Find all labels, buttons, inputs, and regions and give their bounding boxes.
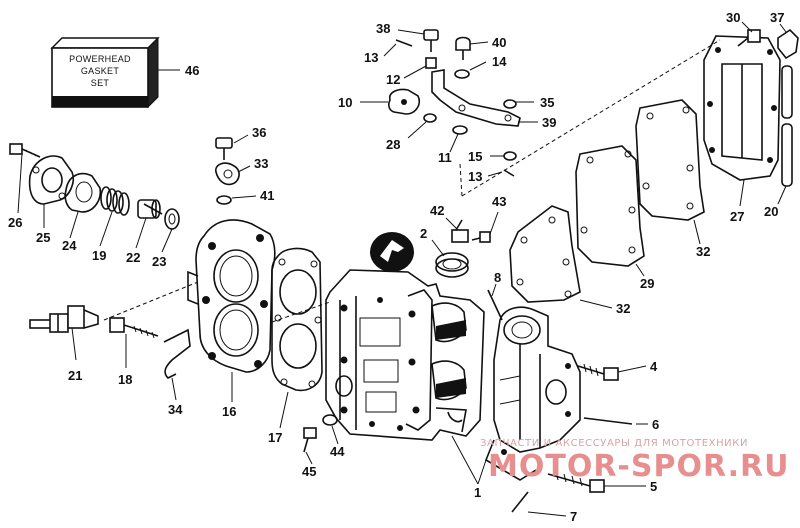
callout-6: 6 bbox=[652, 417, 659, 432]
callout-38: 38 bbox=[376, 21, 390, 36]
gasket-box-line2: GASKET bbox=[81, 66, 120, 76]
seal-2-icon bbox=[431, 239, 469, 278]
dowel-pin-8-icon bbox=[487, 289, 503, 321]
gasket-box-line3: SET bbox=[91, 78, 110, 88]
spark-plug-21-icon bbox=[29, 305, 99, 361]
thermostat-assembly bbox=[9, 143, 180, 230]
callout-27: 27 bbox=[730, 209, 744, 224]
hose-20-icon bbox=[777, 65, 793, 205]
bolt-26-icon bbox=[9, 143, 41, 158]
sealant-symbol-icon bbox=[370, 232, 414, 272]
callout-16: 16 bbox=[222, 404, 236, 419]
callout-11: 11 bbox=[438, 150, 452, 165]
head-gasket-17 bbox=[271, 247, 323, 429]
exhaust-cover-27 bbox=[703, 35, 781, 207]
callout-34: 34 bbox=[168, 402, 183, 417]
callout-20: 20 bbox=[764, 204, 778, 219]
callout-26: 26 bbox=[8, 215, 22, 230]
callout-5: 5 bbox=[650, 479, 657, 494]
callout-21: 21 bbox=[68, 368, 82, 383]
elbow-33-icon bbox=[215, 162, 251, 186]
crankcase-cover bbox=[485, 306, 581, 481]
callout-32-right: 32 bbox=[696, 244, 710, 259]
cylinder-head-16 bbox=[187, 219, 276, 402]
callout-leaders-left bbox=[17, 153, 173, 253]
linkage-parts bbox=[360, 29, 538, 177]
callout-40: 40 bbox=[492, 35, 506, 50]
callout-8: 8 bbox=[494, 270, 501, 285]
callout-12: 12 bbox=[386, 72, 400, 87]
callout-7: 7 bbox=[570, 509, 577, 524]
watermark: ЗАПЧАСТИ И АКСЕССУАРЫ ДЛЯ МОТОТЕХНИКИ MO… bbox=[480, 438, 790, 484]
callout-28: 28 bbox=[386, 137, 400, 152]
callout-numbers: 26 25 24 19 22 23 21 18 34 16 17 36 33 4… bbox=[8, 10, 784, 524]
fitting-42-icon bbox=[445, 217, 469, 243]
callout-19: 19 bbox=[92, 248, 106, 263]
gasket-set-box: POWERHEAD GASKET SET 46 bbox=[50, 36, 199, 109]
callout-33: 33 bbox=[254, 156, 268, 171]
clip-34-icon bbox=[163, 328, 191, 401]
callout-15: 15 bbox=[468, 149, 482, 164]
watermark-caption: ЗАПЧАСТИ И АКСЕССУАРЫ ДЛЯ МОТОТЕХНИКИ bbox=[480, 438, 748, 449]
bolt-5-icon bbox=[547, 471, 646, 493]
callout-32-left: 32 bbox=[616, 301, 630, 316]
intake-gasket-32a bbox=[509, 205, 613, 309]
screw-43-icon bbox=[471, 211, 499, 243]
callout-14: 14 bbox=[492, 54, 507, 69]
gasket-box-line1: POWERHEAD bbox=[69, 54, 131, 64]
callout-13-bottom: 13 bbox=[468, 169, 482, 184]
callout-10: 10 bbox=[338, 95, 352, 110]
callout-1: 1 bbox=[474, 485, 481, 500]
callout-41: 41 bbox=[260, 188, 274, 203]
callout-37: 37 bbox=[770, 10, 784, 25]
callout-17: 17 bbox=[268, 430, 282, 445]
bolt-4-icon bbox=[577, 363, 647, 381]
callout-44: 44 bbox=[330, 444, 345, 459]
callout-43: 43 bbox=[492, 194, 506, 209]
callout-36: 36 bbox=[252, 125, 266, 140]
callout-13-top: 13 bbox=[364, 50, 378, 65]
washer-41-icon bbox=[216, 195, 257, 205]
screw-45-icon bbox=[303, 427, 317, 465]
washer-44-icon bbox=[322, 414, 339, 445]
callout-35: 35 bbox=[540, 95, 554, 110]
bolt-18-icon bbox=[109, 317, 159, 368]
callout-23: 23 bbox=[152, 254, 166, 269]
callout-4: 4 bbox=[650, 359, 658, 374]
callout-30: 30 bbox=[726, 10, 740, 25]
callout-18: 18 bbox=[118, 372, 132, 387]
reed-plate-29 bbox=[575, 145, 645, 277]
watermark-brand: MOTOR-SPOR.RU bbox=[488, 449, 790, 484]
callout-24: 24 bbox=[62, 238, 77, 253]
callout-25: 25 bbox=[36, 230, 50, 245]
screw-30-icon bbox=[737, 21, 761, 47]
pin-6-icon bbox=[583, 417, 648, 425]
exhaust-gasket-32b bbox=[635, 99, 705, 245]
callout-22: 22 bbox=[126, 250, 140, 265]
callout-42: 42 bbox=[430, 203, 444, 218]
screw-36-icon bbox=[215, 134, 249, 160]
callout-29: 29 bbox=[640, 276, 654, 291]
fitting-37-icon bbox=[777, 23, 799, 60]
callout-2: 2 bbox=[420, 226, 427, 241]
callout-45: 45 bbox=[302, 464, 316, 479]
callout-46: 46 bbox=[185, 63, 199, 78]
spring-19-icon bbox=[100, 186, 130, 216]
pin-7-icon bbox=[511, 491, 567, 517]
callout-39: 39 bbox=[542, 115, 556, 130]
thermostat-22-icon bbox=[137, 199, 163, 219]
crankcase-block bbox=[325, 269, 485, 441]
